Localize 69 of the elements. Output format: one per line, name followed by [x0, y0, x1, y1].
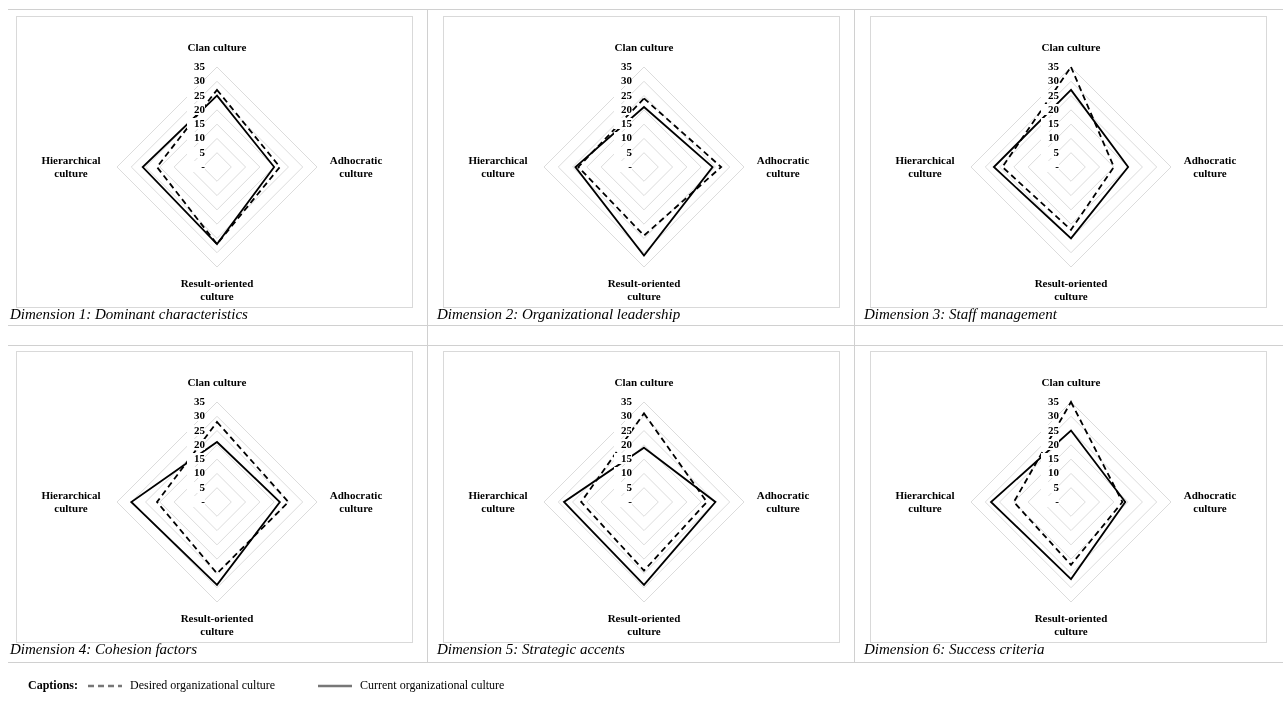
axis-label: Hierarchical culture — [467, 154, 529, 180]
tick-label: 15 — [1041, 453, 1059, 465]
tick-label: 5 — [614, 481, 632, 493]
chart-caption: Dimension 2: Organizational leadership — [437, 306, 681, 323]
chart-caption: Dimension 6: Success criteria — [864, 641, 1045, 658]
axis-label: Clan culture — [1040, 376, 1102, 389]
axis-label: Adhocratic culture — [1182, 154, 1238, 180]
tick-label: - — [187, 161, 205, 172]
tick-label: 10 — [614, 467, 632, 479]
tick-label: 20 — [187, 438, 205, 450]
tick-label: 15 — [187, 453, 205, 465]
chart-caption: Dimension 1: Dominant characteristics — [10, 306, 248, 323]
tick-label: - — [187, 496, 205, 507]
axis-label: Result-oriented culture — [179, 612, 255, 638]
axis-label: Hierarchical culture — [40, 489, 102, 515]
axis-label: Clan culture — [1040, 41, 1102, 54]
tick-label: 15 — [1041, 118, 1059, 130]
chart-caption: Dimension 3: Staff management — [864, 306, 1057, 323]
tick-label: - — [1041, 496, 1059, 507]
tick-label: 5 — [187, 481, 205, 493]
axis-label: Adhocratic culture — [1182, 489, 1238, 515]
tick-label: 15 — [187, 118, 205, 130]
tick-label: - — [614, 496, 632, 507]
axis-label: Clan culture — [613, 376, 675, 389]
tick-label: 20 — [614, 438, 632, 450]
axis-label: Hierarchical culture — [894, 154, 956, 180]
axis-label: Hierarchical culture — [40, 154, 102, 180]
tick-label: - — [614, 161, 632, 172]
chart-caption: Dimension 4: Cohesion factors — [10, 641, 198, 658]
axis-label: Adhocratic culture — [755, 154, 811, 180]
tick-label: 25 — [614, 424, 632, 436]
tick-label: 10 — [187, 467, 205, 479]
tick-label: 25 — [187, 89, 205, 101]
legend-text: Desired organizational culture — [130, 678, 276, 693]
tick-label: 10 — [1041, 132, 1059, 144]
axis-label: Hierarchical culture — [894, 489, 956, 515]
axis-label: Clan culture — [186, 41, 248, 54]
axis-label: Adhocratic culture — [755, 489, 811, 515]
tick-label: 25 — [614, 89, 632, 101]
tick-label: 20 — [614, 103, 632, 115]
axis-label: Hierarchical culture — [467, 489, 529, 515]
axis-label: Result-oriented culture — [1033, 612, 1109, 638]
tick-label: 5 — [1041, 481, 1059, 493]
tick-label: 25 — [187, 424, 205, 436]
chart-caption: Dimension 5: Strategic accents — [437, 641, 625, 658]
legend-text: Current organizational culture — [360, 678, 505, 693]
axis-label: Clan culture — [186, 376, 248, 389]
tick-label: 20 — [187, 103, 205, 115]
axis-label: Adhocratic culture — [328, 154, 384, 180]
tick-label: 10 — [1041, 467, 1059, 479]
tick-label: 25 — [1041, 424, 1059, 436]
axis-label: Result-oriented culture — [606, 277, 682, 303]
axis-label: Adhocratic culture — [328, 489, 384, 515]
tick-label: 5 — [187, 146, 205, 158]
tick-label: 10 — [614, 132, 632, 144]
tick-label: 10 — [187, 132, 205, 144]
tick-label: 20 — [1041, 438, 1059, 450]
tick-label: 20 — [1041, 103, 1059, 115]
tick-label: 15 — [614, 118, 632, 130]
tick-label: 5 — [614, 146, 632, 158]
axis-label: Result-oriented culture — [1033, 277, 1109, 303]
tick-label: 5 — [1041, 146, 1059, 158]
axis-label: Result-oriented culture — [606, 612, 682, 638]
legend-heading: Captions: — [28, 678, 78, 693]
axis-label: Clan culture — [613, 41, 675, 54]
tick-label: - — [1041, 161, 1059, 172]
tick-label: 15 — [614, 453, 632, 465]
axis-label: Result-oriented culture — [179, 277, 255, 303]
tick-label: 25 — [1041, 89, 1059, 101]
